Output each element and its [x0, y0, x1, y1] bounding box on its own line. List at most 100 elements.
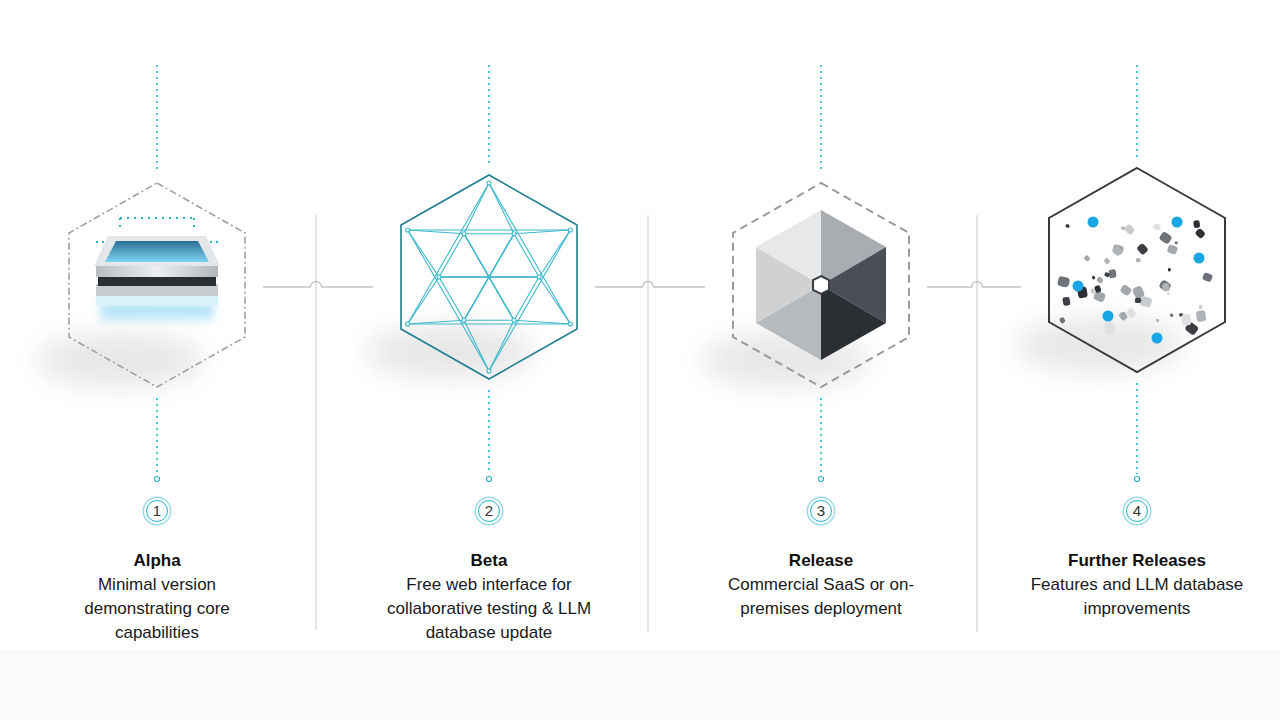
block-piece: [1121, 226, 1126, 230]
stage-hexagon: 3ReleaseCommercial SaaS or on-premises d…: [731, 181, 911, 389]
guide: [1136, 383, 1138, 474]
wire-line: [514, 230, 570, 234]
stage-connector: [595, 282, 705, 288]
blue-dot: [1152, 333, 1163, 344]
wire-line: [464, 320, 514, 321]
cube-face: [821, 285, 886, 360]
block-piece: [1083, 255, 1090, 262]
stage-connector: [927, 282, 1021, 288]
slab-top: [94, 236, 220, 266]
wire-joint: [487, 369, 491, 373]
wire-line: [408, 230, 464, 234]
wire-joint: [437, 275, 441, 279]
block-piece: [1202, 272, 1213, 282]
block-piece: [1062, 297, 1070, 306]
wire-line: [439, 234, 464, 277]
slab: [96, 266, 218, 277]
guide-end: [155, 477, 160, 482]
blue-dot: [1172, 217, 1183, 228]
wire-line: [539, 277, 570, 324]
stage-title: Further Releases: [1017, 549, 1257, 573]
guide: [488, 65, 490, 165]
block-piece: [1091, 275, 1095, 279]
blue-dot: [1073, 281, 1084, 292]
release-cube-illustration: [756, 210, 886, 360]
wire-line: [408, 183, 489, 324]
stage-number: 2: [478, 500, 500, 522]
wire-line: [489, 230, 570, 371]
block-piece: [1153, 223, 1161, 230]
blue-top: [105, 241, 209, 262]
hexagon-outline: [731, 181, 911, 389]
wire-line: [489, 183, 570, 324]
wire-line: [514, 320, 570, 324]
blue-dot: [1194, 253, 1205, 264]
stage-title: Alpha: [57, 549, 257, 573]
guide-ends: [155, 477, 1140, 482]
wire-line: [408, 230, 489, 371]
block-piece: [1090, 288, 1094, 293]
beta-wireframe-illustration: [406, 181, 573, 373]
dotted-frame: [120, 218, 194, 228]
block-piece: [1066, 224, 1070, 228]
hexagon-line: [69, 183, 245, 387]
guide: [156, 65, 158, 172]
block-piece: [1196, 310, 1207, 322]
stage-caption: 1AlphaMinimal version demonstrating core…: [57, 500, 257, 645]
stage-hexagon: 4Further ReleasesFeatures and LLM databa…: [1047, 166, 1227, 374]
block-piece: [1168, 268, 1171, 272]
slab-dark: [98, 276, 216, 286]
block-piece: [1175, 241, 1178, 244]
wire-line: [464, 183, 489, 234]
block-piece: [1158, 231, 1172, 245]
wire-joint: [537, 275, 541, 279]
slab-base: [96, 296, 218, 306]
wire-joint: [406, 322, 410, 326]
block-piece: [1199, 305, 1203, 309]
cube-face: [756, 210, 821, 285]
stage-title: Beta: [364, 549, 614, 573]
wire-joint: [487, 181, 491, 185]
stage-description: Features and LLM database improvements: [1017, 573, 1257, 621]
wire-joint: [568, 228, 572, 232]
wire-line: [539, 230, 570, 277]
guide-end: [1135, 477, 1140, 482]
shadow: [1015, 317, 1185, 373]
block-piece: [1108, 269, 1116, 278]
stage-title: Release: [701, 549, 941, 573]
dotted-guides: [157, 65, 1137, 474]
stage-description: Commercial SaaS or on-premises deploymen…: [701, 573, 941, 621]
wire-line: [464, 233, 514, 234]
block-piece: [1104, 272, 1110, 278]
block-piece: [1193, 220, 1200, 228]
block-piece: [1094, 285, 1102, 293]
ground-band: [0, 650, 1280, 720]
wire-line: [408, 323, 571, 324]
block-piece: [1162, 283, 1170, 292]
wire-line: [439, 277, 464, 320]
block-piece: [1167, 244, 1179, 255]
wire-line: [464, 234, 514, 321]
separator: [315, 215, 316, 630]
block-piece: [1194, 228, 1206, 240]
wire-line: [514, 277, 539, 320]
wire-joint: [568, 322, 572, 326]
blue-dot: [1088, 217, 1099, 228]
wire-joint: [462, 318, 466, 322]
block-piece: [1118, 311, 1128, 321]
stage-number: 4: [1126, 500, 1148, 522]
block-piece: [1103, 257, 1110, 264]
separator: [976, 215, 977, 632]
stage-description: Minimal version demonstrating core capab…: [57, 573, 257, 645]
separator: [647, 215, 648, 632]
stage-caption: 4Further ReleasesFeatures and LLM databa…: [1017, 500, 1257, 621]
block-piece: [1059, 317, 1066, 324]
guide-end: [487, 477, 492, 482]
blue-dot: [1103, 311, 1114, 322]
block-piece: [1103, 321, 1115, 335]
wire-line: [514, 234, 539, 277]
stage-hexagon: 2BetaFree web interface for collaborativ…: [399, 173, 579, 381]
block-piece: [1057, 276, 1070, 288]
stage-caption: 3ReleaseCommercial SaaS or on-premises d…: [701, 500, 941, 621]
hexagon-line: [733, 183, 909, 387]
